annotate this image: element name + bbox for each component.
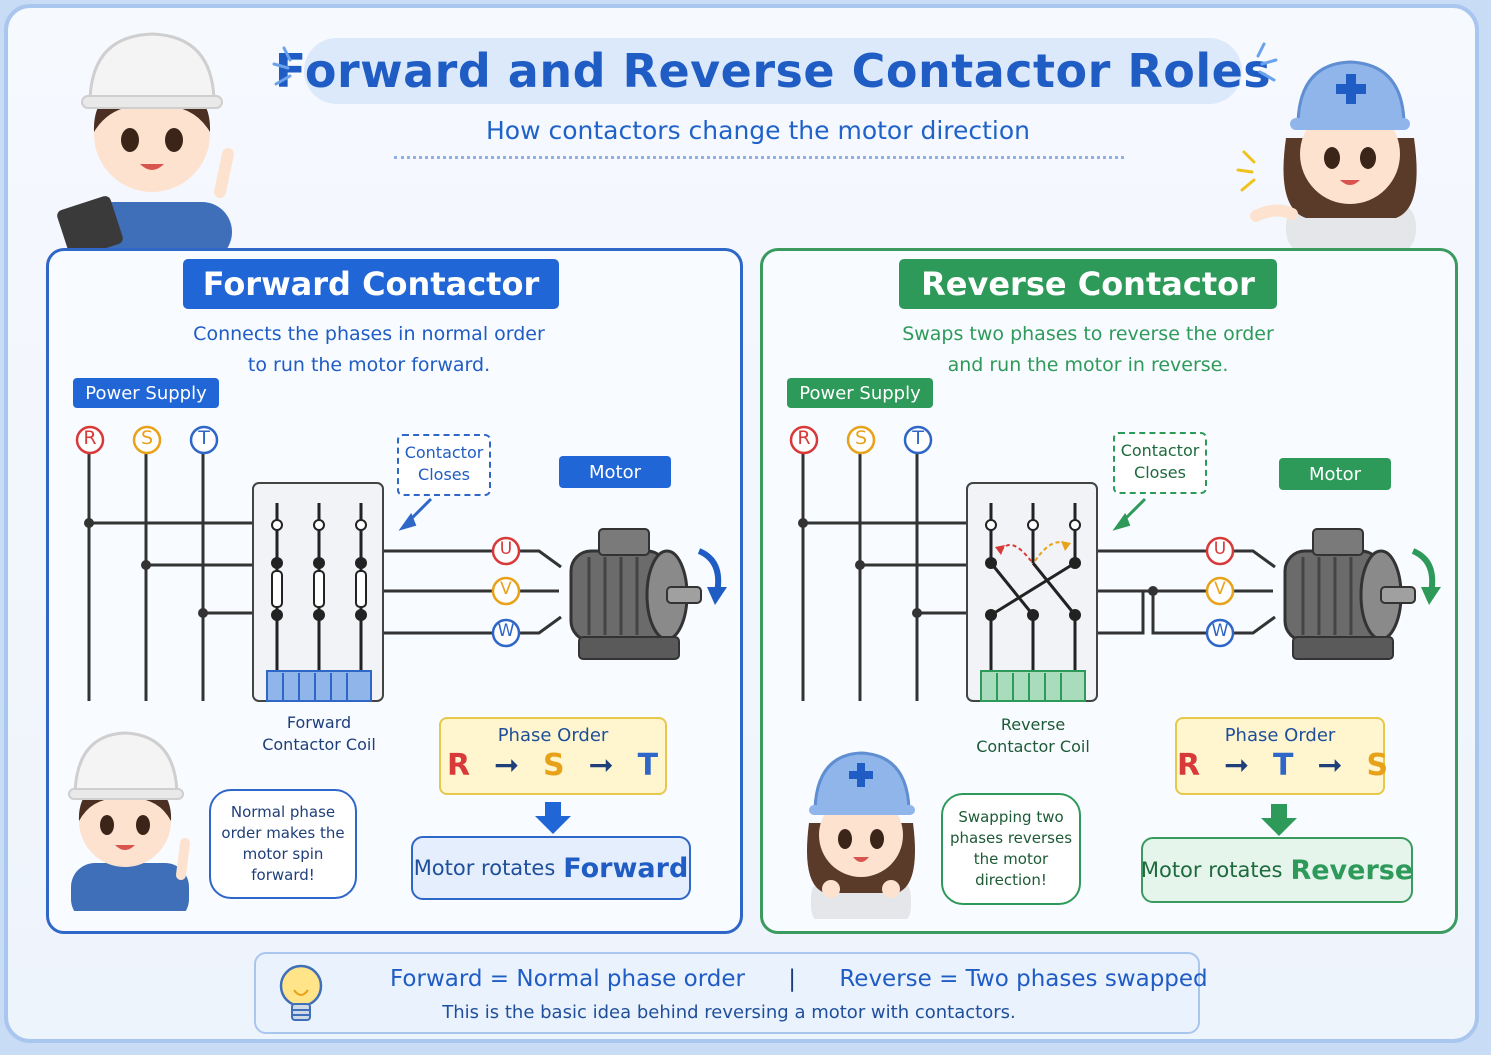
reverse-phase-order-box: Phase Order R ➞ T ➞ S <box>1175 717 1390 795</box>
sparkle-yellow-icon <box>1236 150 1256 192</box>
forward-circuit-diagram <box>84 451 727 702</box>
title-banner: Forward and Reverse Contactor Roles <box>275 38 1271 104</box>
terminal-s: S <box>854 427 868 449</box>
reverse-output-terminals <box>1205 536 1235 648</box>
summary-forward: Forward = Normal phase order <box>390 966 745 992</box>
forward-result-box: Motor rotates Forward <box>411 836 691 900</box>
contactor-closes-label: Contactor Closes <box>397 434 491 496</box>
phase-order-label: Phase Order <box>497 725 609 746</box>
motor-label: Motor <box>559 456 671 488</box>
lightbulb-icon <box>279 964 323 1021</box>
summary-line: Forward = Normal phase order | Reverse =… <box>376 966 1208 992</box>
summary-box: Forward = Normal phase order | Reverse =… <box>254 952 1208 1034</box>
phase-order-label: Phase Order <box>1224 725 1336 746</box>
sparkle-left-icon <box>272 46 292 86</box>
dotted-divider <box>394 156 1124 159</box>
reverse-contactor-panel: Reverse Contactor Swaps two phases to re… <box>760 248 1458 934</box>
reverse-description: Swaps two phases to reverse the order an… <box>823 319 1353 381</box>
forward-desc-line1: Connects the phases in normal order <box>193 323 545 345</box>
terminal-w: W <box>1211 621 1229 641</box>
phase-order-sequence: R ➞ S ➞ T <box>446 748 660 783</box>
terminal-t: T <box>912 427 924 449</box>
forward-motor-icon <box>569 528 727 660</box>
reverse-result-box: Motor rotates Reverse <box>1141 837 1413 903</box>
terminal-u: U <box>499 539 513 559</box>
reverse-header: Reverse Contactor <box>899 259 1277 309</box>
forward-phase-terminals <box>75 425 219 455</box>
worker-boy-clipboard-illustration <box>57 32 234 248</box>
reverse-desc-line2: and run the motor in reverse. <box>947 354 1229 376</box>
summary-note: This is the basic idea behind reversing … <box>442 1002 1016 1023</box>
power-supply-label: Power Supply <box>73 378 219 408</box>
terminal-s: S <box>140 427 154 449</box>
summary-reverse: Reverse = Two phases swapped <box>839 966 1208 992</box>
worker-girl-helmet-illustration <box>1250 60 1417 248</box>
worker-boy-pointing-illustration <box>68 731 190 911</box>
forward-coil-label: Forward Contactor Coil <box>262 713 376 754</box>
forward-speech-bubble: Normal phase order makes the motor spin … <box>209 789 357 899</box>
reverse-circuit-diagram <box>798 451 1441 702</box>
reverse-speech-bubble: Swapping two phases reverses the motor d… <box>941 793 1081 905</box>
phase-order-sequence: R ➞ T ➞ S <box>1177 748 1390 783</box>
terminal-t: T <box>198 427 210 449</box>
sparkle-right-icon <box>1256 42 1278 82</box>
forward-header: Forward Contactor <box>183 259 559 309</box>
motor-label: Motor <box>1279 458 1391 490</box>
worker-girl-cheering-illustration <box>807 751 915 919</box>
reverse-motor-icon <box>1283 528 1441 660</box>
reverse-coil-label: Reverse Contactor Coil <box>976 715 1090 756</box>
terminal-r: R <box>83 427 97 449</box>
reverse-desc-line1: Swaps two phases to reverse the order <box>902 323 1274 345</box>
infographic-frame: Forward and Reverse Contactor Roles How … <box>4 4 1479 1043</box>
down-arrow-icon <box>535 802 571 834</box>
terminal-v: V <box>1214 579 1226 599</box>
terminal-u: U <box>1213 539 1227 559</box>
forward-contactor-panel: Forward Contactor Connects the phases in… <box>46 248 743 934</box>
terminal-v: V <box>500 579 512 599</box>
page-subtitle: How contactors change the motor directio… <box>485 116 1031 145</box>
forward-output-terminals <box>491 536 521 648</box>
terminal-w: W <box>497 621 515 641</box>
forward-desc-line2: to run the motor forward. <box>247 354 491 376</box>
down-arrow-icon <box>1261 804 1297 836</box>
page-title: Forward and Reverse Contactor Roles <box>274 44 1272 98</box>
summary-separator: | <box>788 966 797 992</box>
terminal-r: R <box>797 427 811 449</box>
contactor-closes-label: Contactor Closes <box>1113 432 1207 494</box>
forward-description: Connects the phases in normal order to r… <box>109 319 629 381</box>
forward-phase-order-box: Phase Order R ➞ S ➞ T <box>439 717 667 795</box>
power-supply-label: Power Supply <box>787 378 933 408</box>
reverse-phase-terminals <box>789 425 933 455</box>
